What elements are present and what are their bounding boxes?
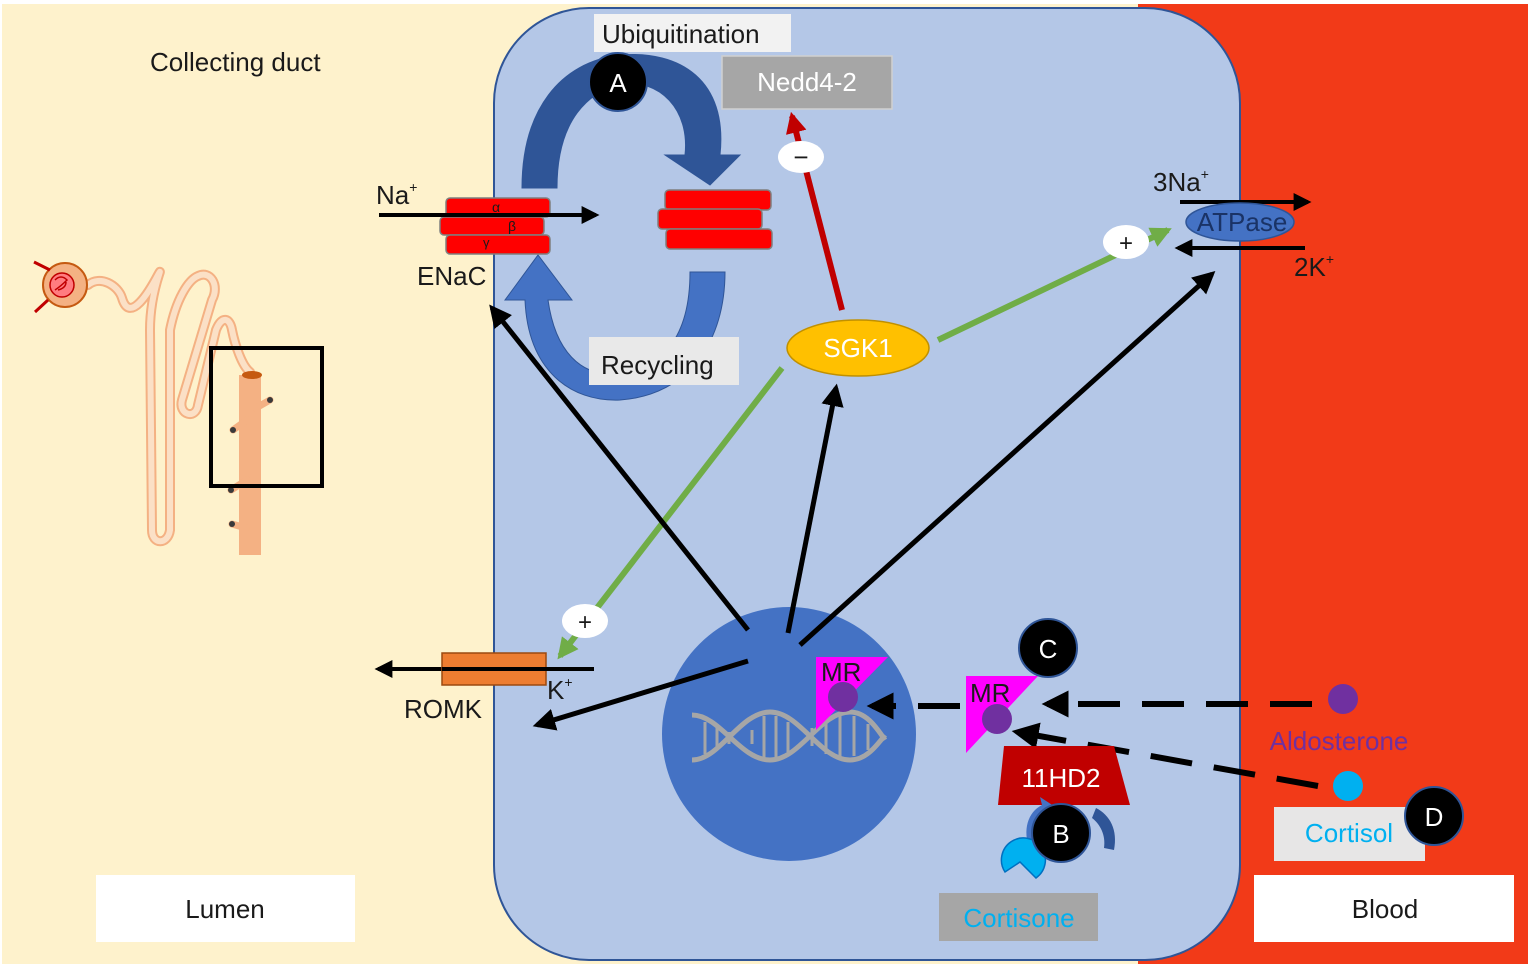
aldosterone-bound-cytoplasm <box>982 704 1012 734</box>
mr-label-nucleus: MR <box>821 657 861 687</box>
enac-channel-icon <box>439 197 551 255</box>
romk-label: ROMK <box>404 694 483 724</box>
collecting-duct-highlight-box <box>209 346 324 488</box>
atpase-pump <box>1185 202 1295 242</box>
blood-label: Blood <box>1352 894 1419 924</box>
plus-badge-atpase <box>1103 225 1149 259</box>
sgk1-oval <box>786 319 930 377</box>
conversion-arrow-right <box>1092 808 1116 850</box>
enac-beta-label: β <box>508 218 516 234</box>
lumen-box <box>96 875 355 942</box>
nephron-icon <box>33 260 274 555</box>
lumen-label: Lumen <box>185 894 265 924</box>
marker-b-label: B <box>1052 819 1069 849</box>
nucleus-to-atpase-arrow <box>798 270 1216 647</box>
internalized-enac-icon <box>657 189 773 250</box>
plus-badge-romk <box>562 604 608 638</box>
11hd2-enzyme <box>998 746 1130 805</box>
enac-gamma-label: γ <box>483 235 490 250</box>
dna-icon <box>691 709 888 763</box>
sgk1-label: SGK1 <box>823 333 892 363</box>
plus-sign-romk: + <box>578 609 592 636</box>
marker-d: D <box>1404 786 1464 846</box>
marker-a: A <box>588 52 648 112</box>
ubiquitination-box <box>594 14 791 52</box>
na-label: Na+ <box>376 179 417 210</box>
aldosterone-molecule <box>1328 684 1358 714</box>
marker-a-label: A <box>609 68 627 98</box>
aldosterone-label: Aldosterone <box>1270 726 1409 756</box>
marker-b: B <box>1031 803 1091 863</box>
ubiquitination-label: Ubiquitination <box>602 19 760 49</box>
recycling-box <box>589 337 739 385</box>
nedd4-2-label: Nedd4-2 <box>757 67 857 97</box>
marker-c: C <box>1018 618 1078 678</box>
11hd2-label: 11HD2 <box>1021 763 1100 793</box>
k-label: K+ <box>547 674 573 705</box>
collecting-duct-label: Collecting duct <box>150 47 321 77</box>
minus-sign: − <box>793 142 808 172</box>
enac-alpha-label: α <box>492 199 500 215</box>
cortisol-molecule <box>1333 771 1363 801</box>
nucleus-to-enac-arrow <box>489 304 750 632</box>
cortisone-label: Cortisone <box>963 903 1074 933</box>
three-na-label: 3Na+ <box>1153 166 1209 197</box>
plus-sign-atpase: + <box>1119 230 1133 257</box>
cortisone-molecule <box>1000 837 1047 879</box>
blood-box <box>1254 875 1514 942</box>
cortisol-label: Cortisol <box>1305 818 1393 848</box>
cortisone-box <box>939 893 1098 941</box>
nucleus-to-romk-arrow <box>532 658 749 731</box>
marker-c-label: C <box>1039 634 1058 664</box>
enac-label: ENaC <box>417 261 486 291</box>
marker-d-label: D <box>1425 802 1444 832</box>
recycling-label: Recycling <box>601 350 714 380</box>
aldosterone-bound-nucleus <box>828 682 858 712</box>
cortisol-box <box>1274 807 1425 861</box>
nedd4-2-box <box>721 55 893 110</box>
cortisol-entry-arrow <box>1011 722 1319 789</box>
mr-label-cytoplasm: MR <box>970 678 1010 708</box>
atpase-label: ATPase <box>1197 207 1288 237</box>
nucleus-to-sgk1-arrow <box>785 383 844 634</box>
minus-badge <box>778 141 824 173</box>
two-k-label: 2K+ <box>1294 251 1334 282</box>
